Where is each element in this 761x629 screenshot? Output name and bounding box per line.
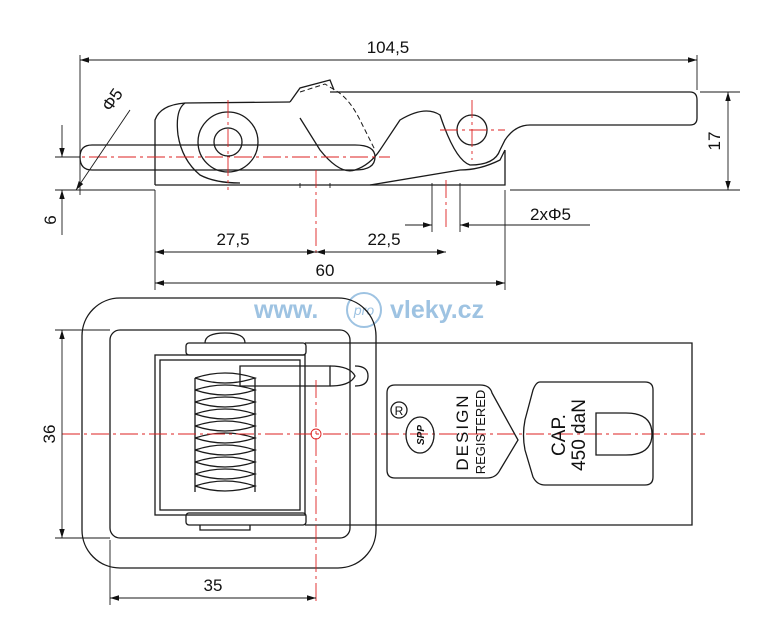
rod-end-cap [354, 365, 369, 387]
watermark-badge-circle [346, 292, 382, 328]
watermark-suffix: vleky.cz [390, 296, 484, 324]
watermark-badge: pro [353, 302, 374, 318]
rod-end [329, 365, 356, 387]
tension-rod [79, 144, 376, 171]
bracket-inner [109, 329, 351, 539]
dim-base-length: 60 [316, 261, 335, 280]
cap-line2: 450 daN [569, 399, 590, 471]
registered-symbol: R [395, 404, 404, 418]
cap-line1: CAP. [549, 414, 570, 456]
design-line1: DESIGN [453, 393, 472, 470]
rod-top [239, 365, 331, 387]
pin-top [185, 342, 307, 356]
base-hole-marks [299, 183, 461, 200]
capacity-plate [522, 381, 654, 486]
hook-tip [289, 79, 335, 103]
hook-lower [369, 149, 506, 186]
registered-mark [390, 401, 408, 419]
side-view: 104,5 17 6 Φ5 27,5 22,5 60 2xΦ5 [41, 38, 740, 290]
spring-frame-rail [159, 359, 301, 511]
lever-plate [305, 342, 693, 526]
dim-thickness-left: 6 [41, 215, 60, 224]
bracket-outer [81, 297, 377, 569]
top-view: R SPP DESIGN REGISTERED CAP. 450 daN 36 … [40, 297, 705, 605]
hook-profile [299, 110, 501, 172]
leader-phi5 [75, 109, 131, 191]
brand-logo [405, 416, 435, 454]
rivet-bottom [199, 525, 251, 531]
pivot-hole [213, 127, 243, 157]
rivet-top [204, 332, 246, 344]
dim-hole-spacing-1: 27,5 [216, 230, 249, 249]
dim-overall-length: 104,5 [367, 38, 410, 57]
design-line2: REGISTERED [473, 390, 488, 475]
lever-outline [330, 91, 698, 151]
hook-closed-position [299, 83, 376, 151]
dim-height-right: 17 [705, 132, 724, 151]
watermark-prefix: www. [253, 296, 318, 324]
watermark: www. pro vleky.cz [253, 292, 484, 328]
front-bracket [176, 102, 241, 184]
design-plate [386, 384, 519, 479]
hole-center [310, 428, 322, 440]
pin-bottom [185, 512, 307, 526]
dim-hole-spacing-2: 22,5 [367, 230, 400, 249]
spring-coils [194, 372, 258, 492]
dim-pivot-hole-diameter: Φ5 [98, 85, 127, 115]
dim-spring-width: 35 [204, 576, 223, 595]
slot [595, 412, 653, 456]
base-plate [154, 101, 506, 186]
brand-logo-text: SPP [416, 425, 427, 445]
dim-mount-holes: 2xΦ5 [530, 205, 571, 224]
dim-width: 36 [40, 425, 59, 444]
